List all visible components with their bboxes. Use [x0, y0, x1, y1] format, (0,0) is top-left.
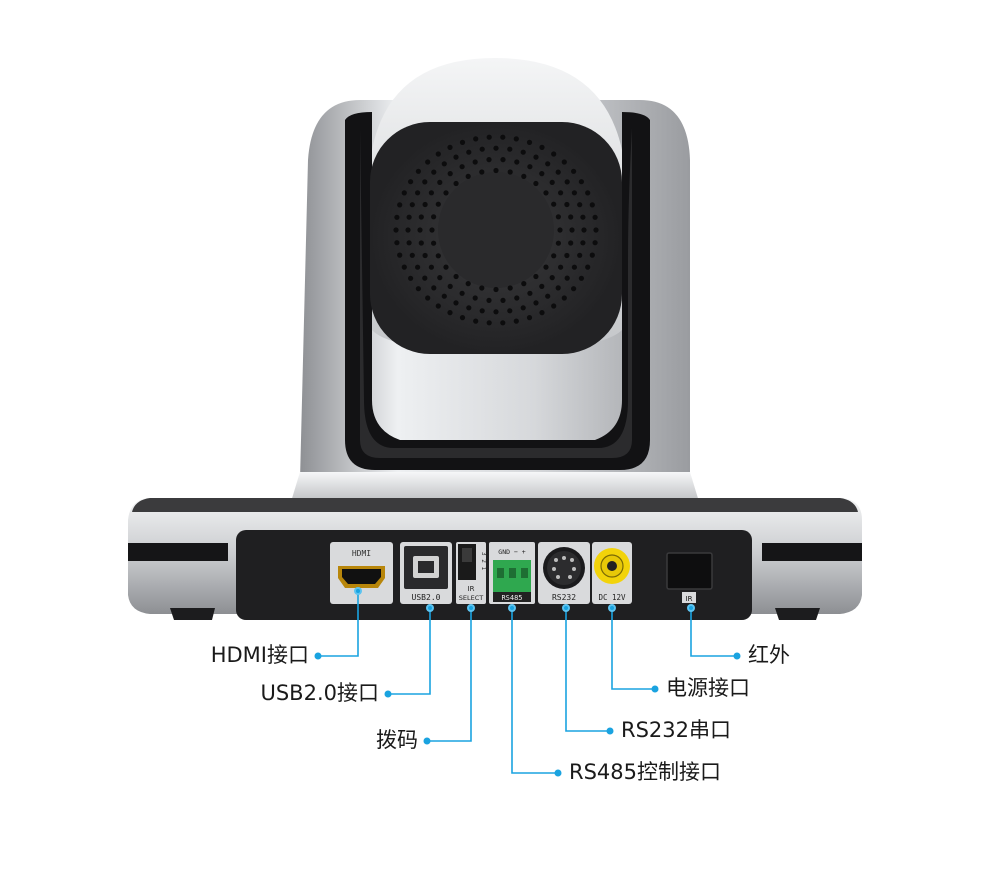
callout-usb: USB2.0接口 — [260, 681, 379, 705]
callout-rs232: RS232串口 — [621, 718, 732, 742]
rs232-port-label: RS232 — [552, 593, 576, 602]
usb-port: USB2.0 — [400, 542, 452, 604]
usb-port-label: USB2.0 — [412, 593, 441, 602]
switch-marks: 3 2 1 — [480, 552, 487, 570]
rs485-pin-labels: GND − + — [498, 548, 525, 556]
callout-power: 电源接口 — [666, 676, 750, 700]
rs485-port-label: RS485 — [501, 594, 522, 602]
callout-rs485: RS485控制接口 — [569, 760, 722, 784]
callout-dip-switch: 拨码 — [376, 728, 418, 752]
callout-dots — [314, 587, 741, 777]
callout-infrared: 红外 — [748, 643, 790, 667]
ir-receiver-window: IR — [666, 552, 713, 603]
dc-port-label: DC 12V — [598, 593, 626, 602]
hdmi-port-label: HDMI — [352, 549, 371, 558]
ir-select-switch: 3 2 1 IR SELECT — [456, 542, 487, 604]
ir-window-label: IR — [686, 595, 693, 603]
rs232-port: RS232 — [538, 542, 590, 604]
ir-select-label-top: IR — [468, 585, 475, 593]
hdmi-port: HDMI — [330, 542, 393, 604]
ir-select-label-bottom: SELECT — [459, 594, 483, 602]
callout-lines — [318, 591, 737, 774]
dc-power-port: DC 12V — [592, 542, 632, 604]
callout-hdmi: HDMI接口 — [210, 643, 309, 667]
camera-head — [370, 58, 622, 354]
camera-neck — [290, 472, 700, 505]
rs485-port: GND − + RS485 — [489, 542, 535, 604]
